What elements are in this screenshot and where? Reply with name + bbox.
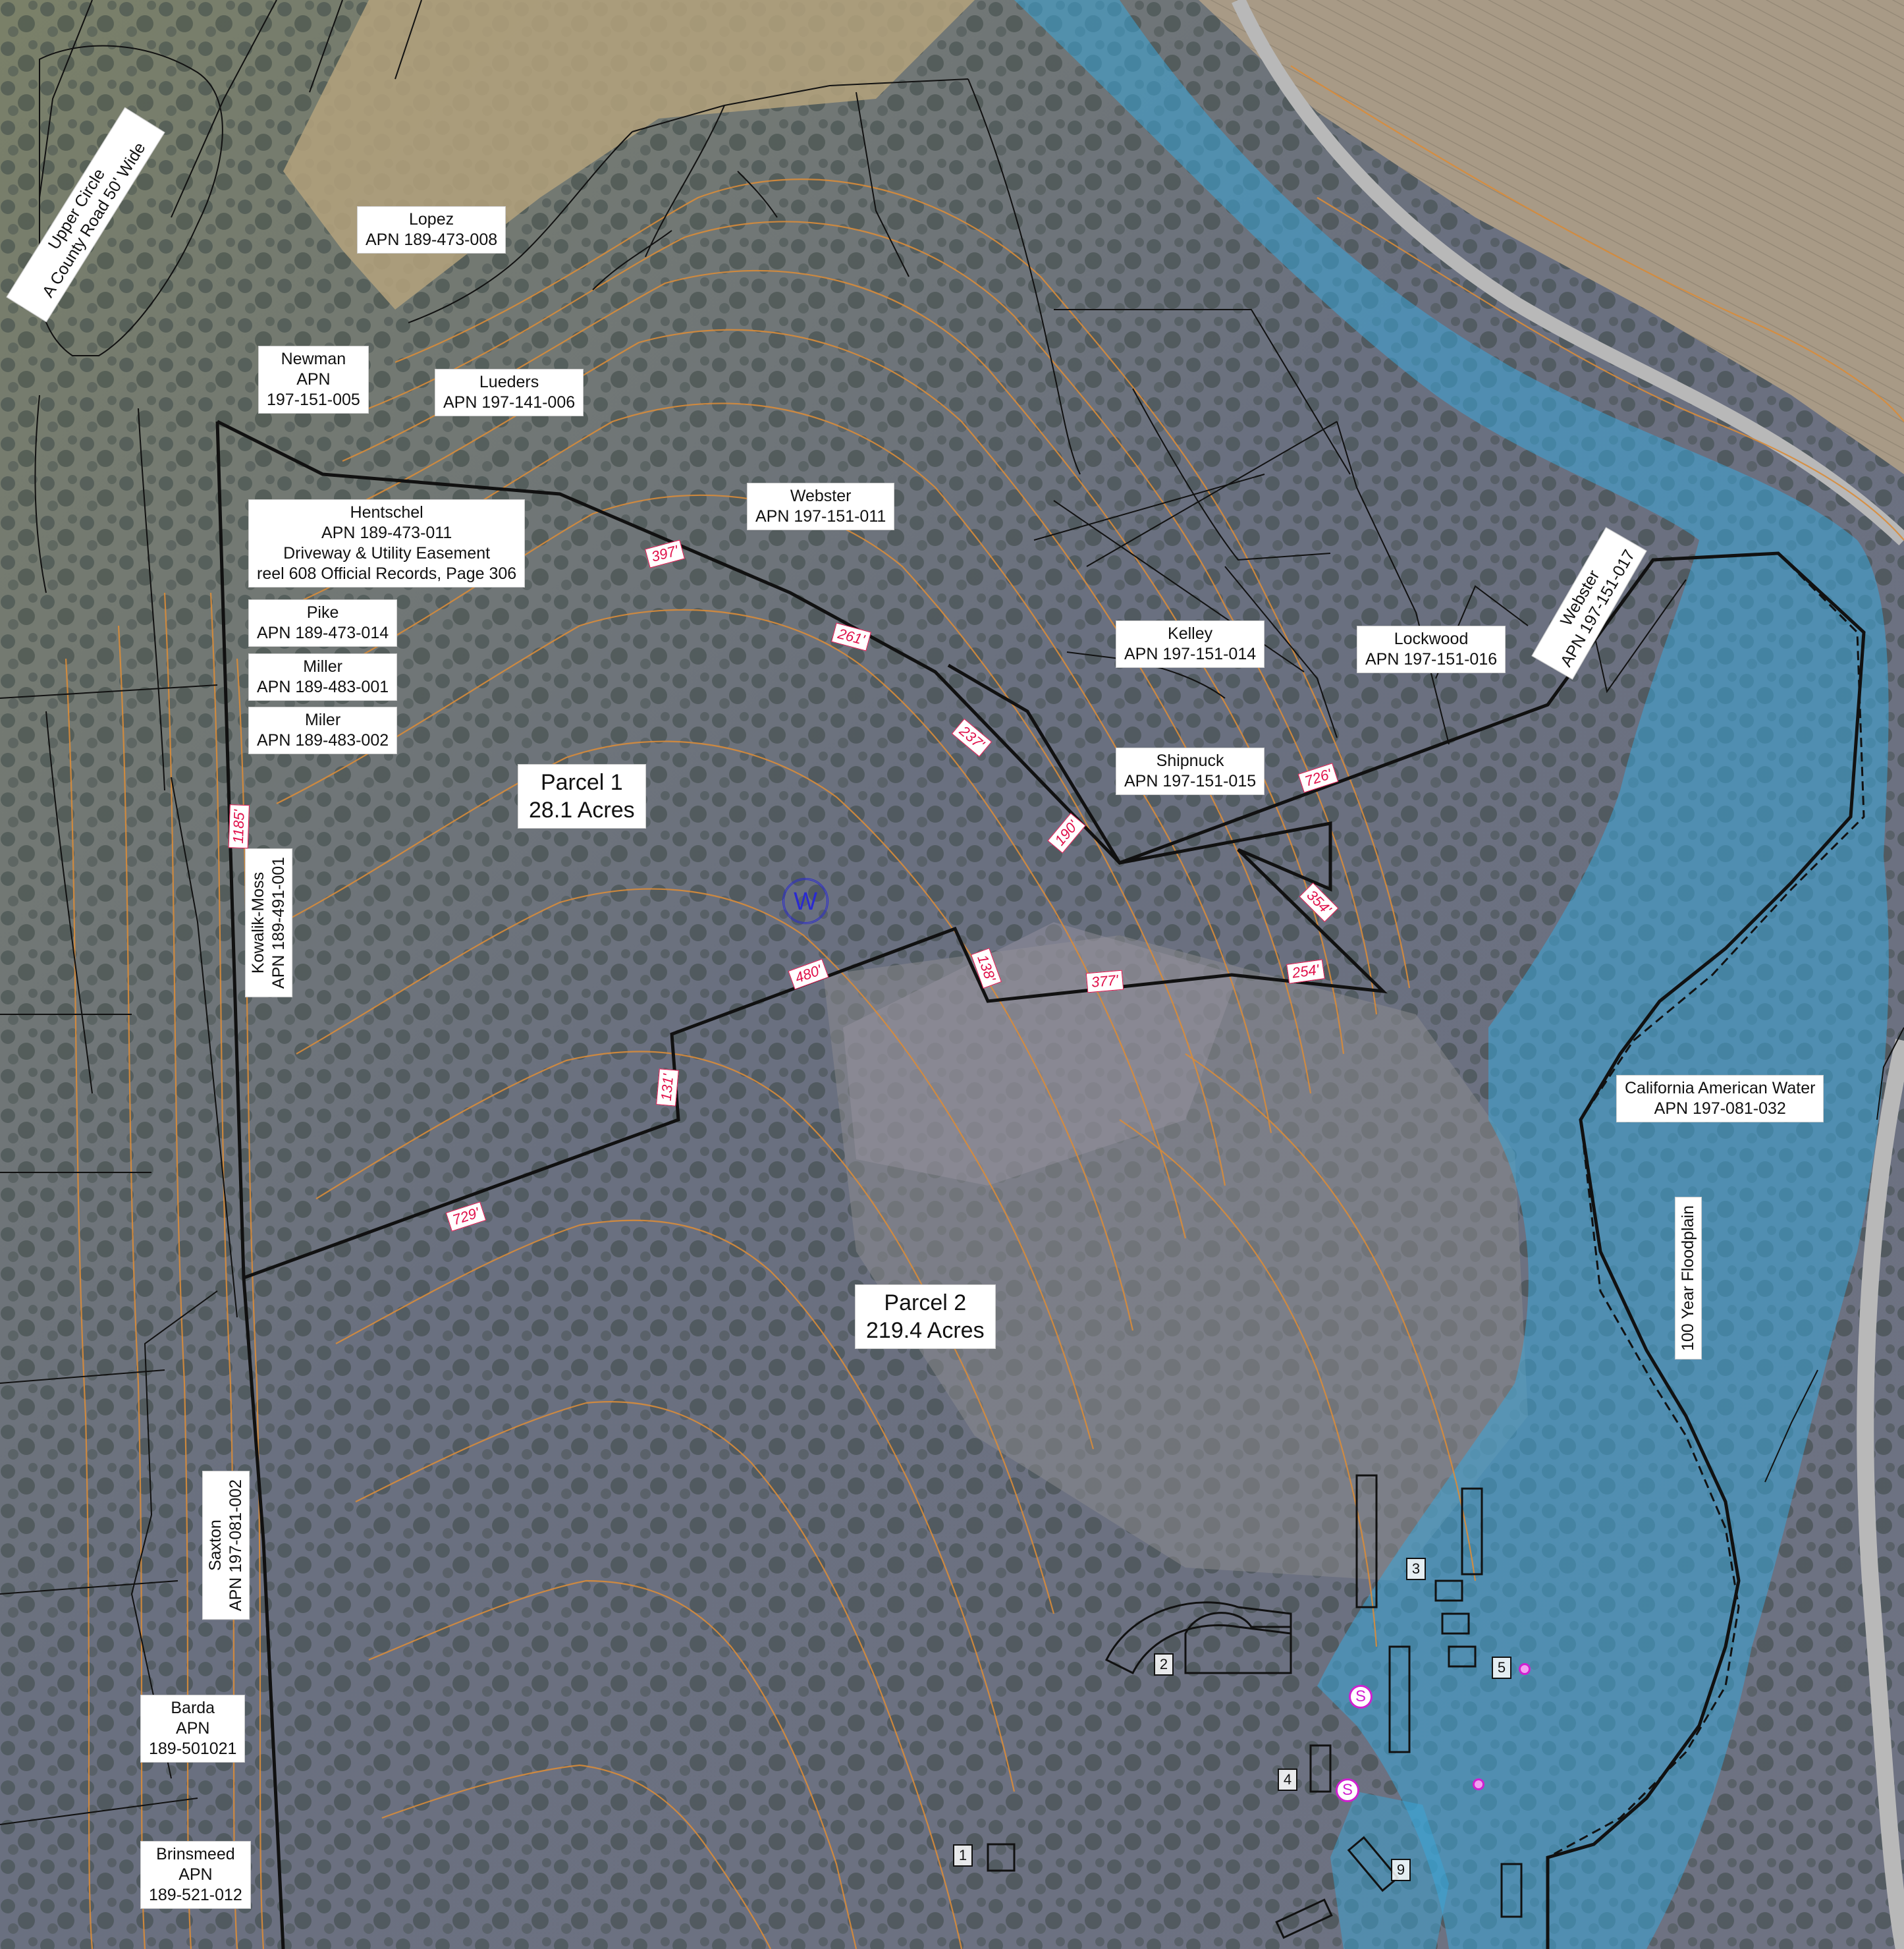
owner-apn: APN 197-151-016 (1365, 650, 1498, 669)
owner-name: Lueders (479, 373, 539, 391)
owner-apn: APN 189-491-001 (269, 856, 288, 989)
parcel-1-name: Parcel 1 (540, 770, 623, 795)
owner-name: Pike (306, 603, 339, 622)
river-road (1857, 1039, 1904, 1949)
owner-apn: APN 189-483-001 (257, 678, 389, 696)
septic-icon: S (1349, 1685, 1373, 1709)
floodplain-label: 100 Year Floodplain (1675, 1196, 1702, 1360)
dimension-label: 1185' (228, 804, 250, 849)
owner-label-brinsmeed: Brinsmeed APN 189-521-012 (140, 1841, 251, 1909)
easement-reference: reel 608 Official Records, Page 306 (257, 564, 517, 583)
easement-note: Driveway & Utility Easement (283, 544, 491, 563)
parcel-2-acreage: 219.4 Acres (866, 1318, 985, 1343)
owner-apn: APN 197-081-002 (227, 1479, 246, 1612)
owner-apn: APN 189-473-014 (257, 624, 389, 642)
dimension-label: 377' (1085, 970, 1124, 993)
parcel-1-acreage: 28.1 Acres (529, 798, 635, 823)
building-number: 3 (1406, 1558, 1426, 1580)
building-number: 2 (1154, 1653, 1174, 1676)
slope-clearing (843, 922, 1238, 1186)
owner-name: Newman (281, 350, 346, 368)
owner-label-kelley: Kelley APN 197-151-014 (1116, 620, 1265, 668)
owner-apn-number: 189-501021 (149, 1740, 237, 1758)
owner-label-california-american-water: California American Water APN 197-081-03… (1616, 1075, 1824, 1122)
owner-label-lueders: Lueders APN 197-141-006 (435, 369, 584, 416)
utility-marker-icon (1519, 1663, 1531, 1675)
parcel-1-label: Parcel 1 28.1 Acres (518, 764, 646, 829)
owner-label-kowalik-moss: Kowalik-Moss APN 189-491-001 (245, 848, 293, 998)
owner-label-saxton: Saxton APN 197-081-002 (202, 1470, 250, 1620)
owner-name: Barda (171, 1699, 215, 1717)
owner-name: Brinsmeed (156, 1845, 235, 1863)
contour-lines (65, 65, 1904, 1949)
owner-apn: APN 197-151-015 (1124, 772, 1257, 790)
owner-name: Hentschel (350, 503, 423, 522)
owner-name: Saxton (206, 1520, 225, 1571)
owner-name: Lockwood (1394, 630, 1469, 648)
owner-name: Webster (790, 487, 852, 505)
lot-lines (0, 0, 1904, 1825)
floodplain-area (1014, 0, 1889, 1949)
utility-marker-icon (1473, 1778, 1484, 1790)
dimension-label: 131' (656, 1068, 679, 1107)
owner-label-shipnuck: Shipnuck APN 197-151-015 (1116, 748, 1265, 795)
septic-icon: S (1336, 1778, 1359, 1802)
owner-apn: APN 197-151-011 (755, 507, 886, 526)
owner-apn: APN 197-151-014 (1124, 645, 1257, 663)
building-number: 4 (1278, 1769, 1297, 1791)
owner-label-hentschel: Hentschel APN 189-473-011 Driveway & Uti… (248, 499, 526, 588)
owner-apn: APN (296, 370, 331, 389)
owner-label-webster: Webster APN 197-151-011 (747, 483, 895, 530)
owner-name: Lopez (409, 210, 454, 229)
owner-name: Miler (304, 711, 341, 729)
owner-label-pike: Pike APN 189-473-014 (248, 599, 398, 647)
owner-label-miler: Miler APN 189-483-002 (248, 707, 398, 754)
owner-apn: APN 189-473-011 (321, 524, 452, 542)
owner-name: Kelley (1168, 624, 1213, 643)
owner-apn: APN 189-483-002 (257, 731, 389, 750)
owner-apn: APN 197-081-032 (1654, 1099, 1786, 1118)
owner-name: California American Water (1625, 1079, 1816, 1097)
owner-apn-number: 189-521-012 (149, 1886, 242, 1904)
owner-name: Shipnuck (1156, 752, 1224, 770)
owner-apn-number: 197-151-005 (267, 391, 360, 409)
pond-area (1330, 1792, 1449, 1949)
parcel-2-name: Parcel 2 (884, 1290, 967, 1315)
meadow (823, 935, 1528, 1581)
highway (1232, 0, 1904, 546)
owner-label-miller: Miller APN 189-483-001 (248, 653, 398, 701)
building-number: 1 (953, 1844, 973, 1867)
owner-apn: APN 189-473-008 (366, 231, 498, 249)
owner-label-lopez: Lopez APN 189-473-008 (357, 206, 506, 254)
arena-building (1104, 1601, 1292, 1675)
parcel-2-label: Parcel 2 219.4 Acres (855, 1284, 996, 1349)
owner-apn: APN 197-141-006 (443, 393, 576, 412)
floodplain-line (1547, 552, 1865, 1859)
owner-name: Kowalik-Moss (249, 871, 268, 974)
floodplain-text: 100 Year Floodplain (1679, 1205, 1698, 1352)
owner-label-barda: Barda APN 189-501021 (140, 1695, 246, 1763)
owner-label-lockwood: Lockwood APN 197-151-016 (1357, 626, 1506, 673)
owner-name: Miller (303, 657, 342, 676)
owner-apn: APN (176, 1719, 210, 1738)
building-number: 5 (1492, 1657, 1511, 1679)
owner-label-newman: Newman APN 197-151-005 (258, 346, 369, 414)
well-icon: W (782, 878, 829, 924)
parcel-boundary (215, 420, 1866, 1949)
owner-apn: APN (178, 1865, 213, 1884)
building-number: 9 (1391, 1859, 1411, 1881)
